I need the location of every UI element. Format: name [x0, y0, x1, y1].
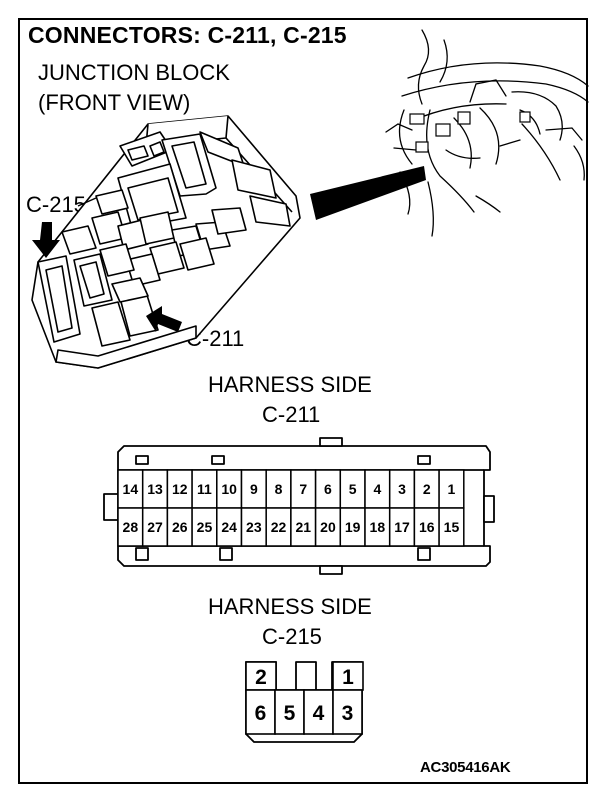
c211-pin-cell: [290, 469, 317, 509]
c211-pin-number: 4: [373, 481, 381, 497]
junction-block-view-label: (FRONT VIEW): [38, 90, 191, 115]
figure-code: AC305416AK: [420, 759, 511, 776]
c211-pin-number: 13: [147, 481, 163, 497]
c211-pin-cell: [290, 507, 317, 547]
dashboard-location-sketch: [385, 29, 589, 237]
c211-pin-number: 9: [250, 481, 258, 497]
c211-pin-cell: [413, 469, 440, 509]
c211-pin-cell: [216, 469, 243, 509]
c211-pin-cell: [339, 507, 366, 547]
c215-harness-side-label: HARNESS SIDE: [208, 594, 372, 619]
c211-pin-cell: [364, 507, 391, 547]
c211-pin-number: 25: [197, 519, 213, 535]
c211-pin-number: 5: [349, 481, 357, 497]
junction-block-label: JUNCTION BLOCK: [38, 60, 230, 85]
c215-pin-number: 5: [284, 702, 296, 725]
c211-pin-number: 11: [197, 481, 212, 497]
c211-pin-cell: [339, 469, 366, 509]
location-pointer: [310, 166, 426, 220]
c215-pin-cell: [332, 661, 364, 691]
c211-pin-number: 7: [299, 481, 307, 497]
c215-pin-number: 2: [255, 666, 267, 689]
c215-pin-number: 6: [255, 702, 267, 725]
c215-arrow: [32, 197, 97, 258]
c211-pin-number: 16: [419, 519, 435, 535]
c211-pin-number: 26: [172, 519, 188, 535]
c211-pin-number: 17: [394, 519, 410, 535]
c215-pin-number: 4: [313, 702, 325, 725]
c211-pin-number: 12: [172, 481, 188, 497]
c211-pin-number: 8: [275, 481, 283, 497]
c215-pin-number: 1: [342, 666, 354, 689]
c211-pin-cell: [438, 507, 465, 547]
c211-pin-number: 27: [147, 519, 163, 535]
c215-pin-cell: [274, 689, 305, 735]
c211-pin-number: 19: [345, 519, 361, 535]
c211-pin-number: 18: [370, 519, 386, 535]
c211-pin-number: 2: [423, 481, 431, 497]
c211-pin-number: 28: [123, 519, 139, 535]
c215-pin-cell: [332, 689, 363, 735]
callout-c215-label: C-215: [26, 192, 86, 217]
c211-pin-number: 23: [246, 519, 262, 535]
c211-pin-cell: [413, 507, 440, 547]
c211-pin-number: 15: [444, 519, 460, 535]
c211-pin-number: 20: [320, 519, 336, 535]
c211-pin-number: 14: [123, 481, 139, 497]
c211-pin-cell: [265, 507, 292, 547]
c211-connector-name: C-211: [262, 402, 321, 427]
c215-connector-name: C-215: [262, 624, 322, 649]
c211-pin-number: 6: [324, 481, 332, 497]
c211-arrow: [146, 306, 182, 332]
dashboard-components: [409, 111, 531, 153]
c211-pin-cell: [314, 507, 342, 547]
c215-pin-number: 3: [342, 702, 354, 725]
c211-pin-number: 3: [398, 481, 406, 497]
figure-title: CONNECTORS: C-211, C-215: [28, 22, 347, 48]
c211-pin-cell: [117, 507, 144, 547]
c211-pin-cell: [141, 507, 169, 547]
c211-pin-number: 24: [221, 519, 237, 535]
c215-pin-cell: [303, 689, 334, 735]
c211-pin-cell: [438, 469, 465, 509]
c211-pin-number: 21: [295, 519, 311, 535]
c211-pin-number: 1: [448, 481, 456, 497]
c211-pin-number: 22: [271, 519, 287, 535]
c211-pin-number: 10: [221, 481, 237, 497]
c211-harness-side-label: HARNESS SIDE: [208, 372, 372, 397]
junction-block-illustration: [31, 115, 301, 369]
figure-border: [18, 18, 588, 784]
